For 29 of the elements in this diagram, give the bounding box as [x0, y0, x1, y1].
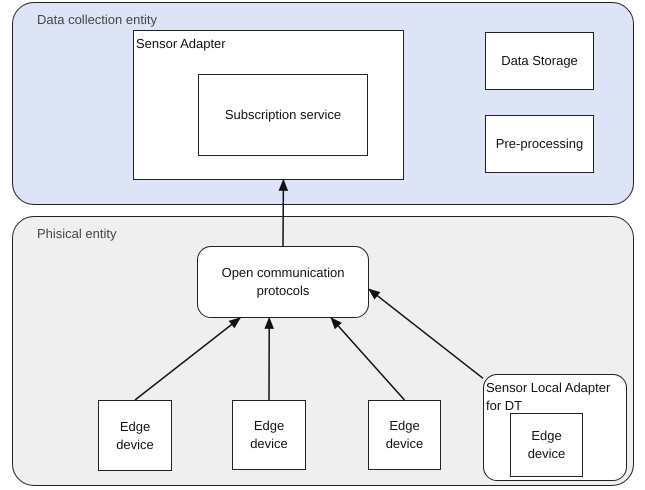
group-panel [12, 216, 634, 486]
node-label: Edge device [115, 418, 155, 454]
container-box [133, 30, 404, 180]
node-label: Sensor Adapter [136, 35, 226, 53]
group-panel [12, 2, 634, 205]
rounded-box [197, 246, 369, 318]
node-label: Open communication protocols [220, 264, 346, 300]
node-label: Sensor Local Adapter for DT [486, 379, 612, 415]
container-box [483, 374, 627, 481]
node-label: Data collection entity [37, 11, 157, 29]
node-label: Phisical entity [37, 225, 116, 243]
arrow [278, 178, 288, 246]
node-label: Edge device [249, 417, 289, 453]
process-box [368, 400, 441, 470]
node-label: Data Storage [501, 52, 578, 70]
node-label: Edge device [384, 417, 424, 453]
process-box [232, 400, 306, 470]
process-box [485, 115, 594, 173]
process-box [198, 74, 368, 156]
node-label: Pre-processing [496, 135, 584, 153]
process-box [485, 32, 594, 90]
node-label: Edge device [526, 427, 566, 463]
process-box [98, 400, 172, 471]
process-box [510, 413, 583, 477]
arrow [330, 317, 406, 400]
arrow [264, 316, 274, 400]
node-label: Subscription service [224, 106, 342, 124]
arrow [134, 317, 241, 401]
arrow [368, 288, 484, 379]
